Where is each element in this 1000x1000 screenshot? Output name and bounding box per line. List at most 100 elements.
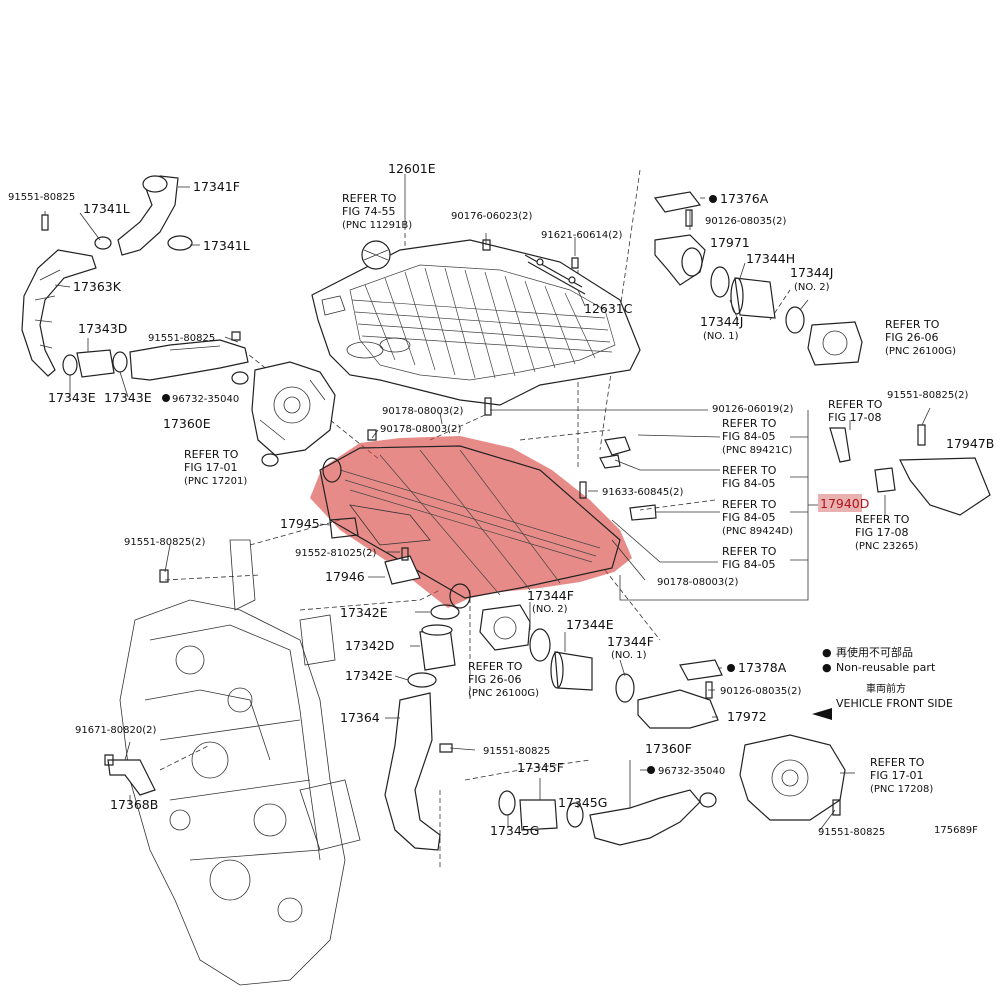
label-17971[interactable]: 17971 [710,235,750,250]
svg-text:(PNC 17208): (PNC 17208) [870,784,933,795]
svg-text:(PNC 11291B): (PNC 11291B) [342,220,412,231]
svg-text:(PNC 26100G): (PNC 26100G) [468,688,539,699]
label-17360E[interactable]: 17360E [163,416,211,431]
label-91551-80825-a[interactable]: 91551-80825 [8,192,75,203]
refer-fig-84-05-c[interactable]: REFER TO FIG 84-05 (PNC 89424D) [722,498,793,537]
label-17343D[interactable]: 17343D [78,321,127,336]
svg-text:FIG 17-08: FIG 17-08 [855,526,909,539]
clamp-17344J-no2 [710,266,730,298]
label-17378A[interactable]: 17378A [738,660,787,675]
label-17946[interactable]: 17946 [325,569,365,584]
svg-text:FIG 84-05: FIG 84-05 [722,511,776,524]
label-91633-60845[interactable]: 91633-60845(2) [602,487,683,498]
legend-english: Non-reusable part [836,661,936,674]
clamp-17345G-right [566,802,584,828]
pipe-17363K [21,249,97,377]
label-91551-80825-b[interactable]: 91551-80825 [148,333,215,344]
refer-fig-84-05-b[interactable]: REFER TO FIG 84-05 [722,464,777,490]
svg-text:FIG 17-08: FIG 17-08 [828,411,882,424]
svg-text:FIG 84-05: FIG 84-05 [722,430,776,443]
refer-fig-17-01-b[interactable]: REFER TO FIG 17-01 (PNC 17208) [870,756,933,795]
label-no2-a: (NO. 2) [794,282,830,293]
turbo-right [739,734,846,821]
label-90178-08003-c[interactable]: 90178-08003(2) [657,577,738,588]
label-91621-60614[interactable]: 91621-60614(2) [541,230,622,241]
label-17341L-a[interactable]: 17341L [83,201,130,216]
sensor-connector-b [599,454,621,469]
label-17344F-a[interactable]: 17344F [527,588,574,603]
refer-fig-84-05-a[interactable]: REFER TO FIG 84-05 (PNC 89421C) [722,417,792,456]
refer-fig-74-55[interactable]: REFER TO FIG 74-55 (PNC 11291B) [342,192,412,231]
label-17344E[interactable]: 17344E [566,617,614,632]
label-17945[interactable]: 17945 [280,516,320,531]
label-91671-80820[interactable]: 91671-80820(2) [75,725,156,736]
label-17343E-b[interactable]: 17343E [104,390,152,405]
hose-17344H [730,277,776,319]
label-90126-08035-b[interactable]: 90126-08035(2) [720,686,801,697]
intercooler-17940D[interactable] [310,436,632,609]
svg-text:REFER TO: REFER TO [722,498,777,511]
svg-text:FIG 26-06: FIG 26-06 [468,673,522,686]
highlighted-part-17940D[interactable]: 17940D [818,494,869,512]
refer-fig-26-06-a[interactable]: REFER TO FIG 26-06 (PNC 26100G) [885,318,956,357]
label-96732-35040-b[interactable]: 96732-35040 [658,766,725,777]
svg-text:(PNC 26100G): (PNC 26100G) [885,346,956,357]
svg-text:REFER TO: REFER TO [722,417,777,430]
engine-cover [311,239,641,406]
hose-17345F [519,799,558,831]
front-english: VEHICLE FRONT SIDE [836,697,953,710]
label-12601E[interactable]: 12601E [388,161,436,176]
label-17972[interactable]: 17972 [727,709,767,724]
label-91551-80825-e[interactable]: 91551-80825 [483,746,550,757]
bolt-91551-80825-a [41,214,49,231]
label-90178-08003-a[interactable]: 90178-08003(2) [382,406,463,417]
label-no1-a: (NO. 1) [703,331,739,342]
label-17368B[interactable]: 17368B [110,797,158,812]
label-17344H[interactable]: 17344H [746,251,795,266]
label-90176-06023[interactable]: 90176-06023(2) [451,211,532,222]
label-90126-06019[interactable]: 90126-06019(2) [712,404,793,415]
hose-17344E [550,651,593,691]
refer-fig-26-06-b[interactable]: REFER TO FIG 26-06 (PNC 26100G) [468,660,539,699]
svg-text:REFER TO: REFER TO [184,448,239,461]
refer-fig-84-05-d[interactable]: REFER TO FIG 84-05 [722,545,777,571]
label-91552-81025[interactable]: 91552-81025(2) [295,548,376,559]
refer-fig-17-01-a[interactable]: REFER TO FIG 17-01 (PNC 17201) [184,448,247,487]
label-17947B[interactable]: 17947B [946,436,994,451]
legend-symbol-jp: ● [822,646,832,659]
refer-fig-17-08-b[interactable]: REFER TO FIG 17-08 (PNC 23265) [855,513,918,552]
label-17342E-a[interactable]: 17342E [340,605,388,620]
throttle-body-center [479,604,531,651]
label-17341L-b[interactable]: 17341L [203,238,250,253]
label-17341F[interactable]: 17341F [193,179,240,194]
label-17364[interactable]: 17364 [340,710,380,725]
label-91551-80825-c[interactable]: 91551-80825(2) [887,390,968,401]
label-17345F[interactable]: 17345F [517,760,564,775]
label-17342E-b[interactable]: 17342E [345,668,393,683]
label-17363K[interactable]: 17363K [73,279,122,294]
label-no1-b: (NO. 1) [611,650,647,661]
label-17344J-b[interactable]: 17344J [700,314,743,329]
label-91551-80825-d[interactable]: 91551-80825(2) [124,537,205,548]
label-17343E-a[interactable]: 17343E [48,390,96,405]
label-90126-08035-a[interactable]: 90126-08035(2) [705,216,786,227]
label-91551-80825-f[interactable]: 91551-80825 [818,827,885,838]
svg-text:FIG 17-01: FIG 17-01 [870,769,924,782]
label-17360F[interactable]: 17360F [645,741,692,756]
label-12631C[interactable]: 12631C [584,301,633,316]
label-17342D[interactable]: 17342D [345,638,394,653]
part-labels: 12601E 91551-80825 17341L 17341F 17341L … [8,161,994,838]
label-17345G-a[interactable]: 17345G [558,795,607,810]
bolt-91551-80825-c [917,424,926,446]
label-17376A[interactable]: 17376A [720,191,769,206]
label-17345G-b[interactable]: 17345G [490,823,539,838]
refer-fig-17-08-a[interactable]: REFER TO FIG 17-08 [828,398,883,424]
label-90178-08003-b[interactable]: 90178-08003(2) [380,424,461,435]
label-96732-35040-a[interactable]: 96732-35040 [172,394,239,405]
label-17940D[interactable]: 17940D [820,496,869,511]
hose-17343D [62,349,128,378]
label-17344F-b[interactable]: 17344F [607,634,654,649]
clamp-17342E-upper [430,604,460,620]
throttle-body-right [807,321,863,366]
label-17344J-a[interactable]: 17344J [790,265,833,280]
